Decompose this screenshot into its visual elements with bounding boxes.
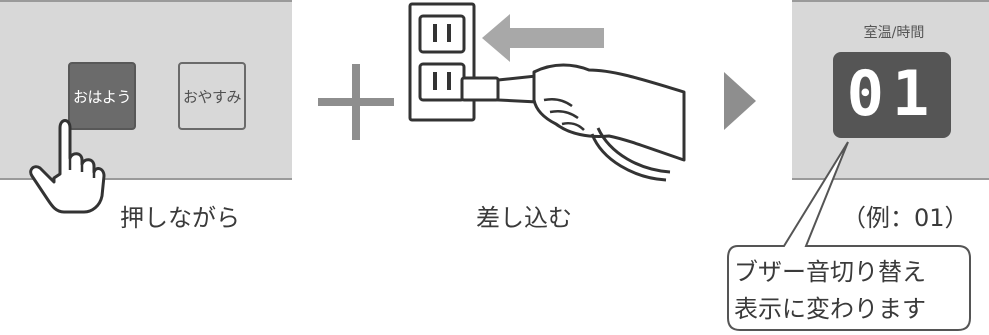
press-caption: 押しながら xyxy=(120,198,240,233)
callout-text: ブザー音切り替え 表示に変わります xyxy=(734,254,966,328)
insert-caption: 差し込む xyxy=(476,198,572,233)
oyasumi-button[interactable]: おやすみ xyxy=(178,62,246,130)
plus-icon-bar xyxy=(318,98,394,106)
arrow-left-icon xyxy=(482,14,604,62)
pointing-hand-icon xyxy=(26,108,106,218)
display-label: 室温/時間 xyxy=(844,22,944,42)
outlet-plug-icon xyxy=(404,0,694,190)
callout-line-1: ブザー音切り替え xyxy=(734,254,966,291)
play-triangle-icon xyxy=(720,70,760,132)
display-value: 01 xyxy=(833,58,951,130)
callout-line-2: 表示に変わります xyxy=(734,291,966,328)
